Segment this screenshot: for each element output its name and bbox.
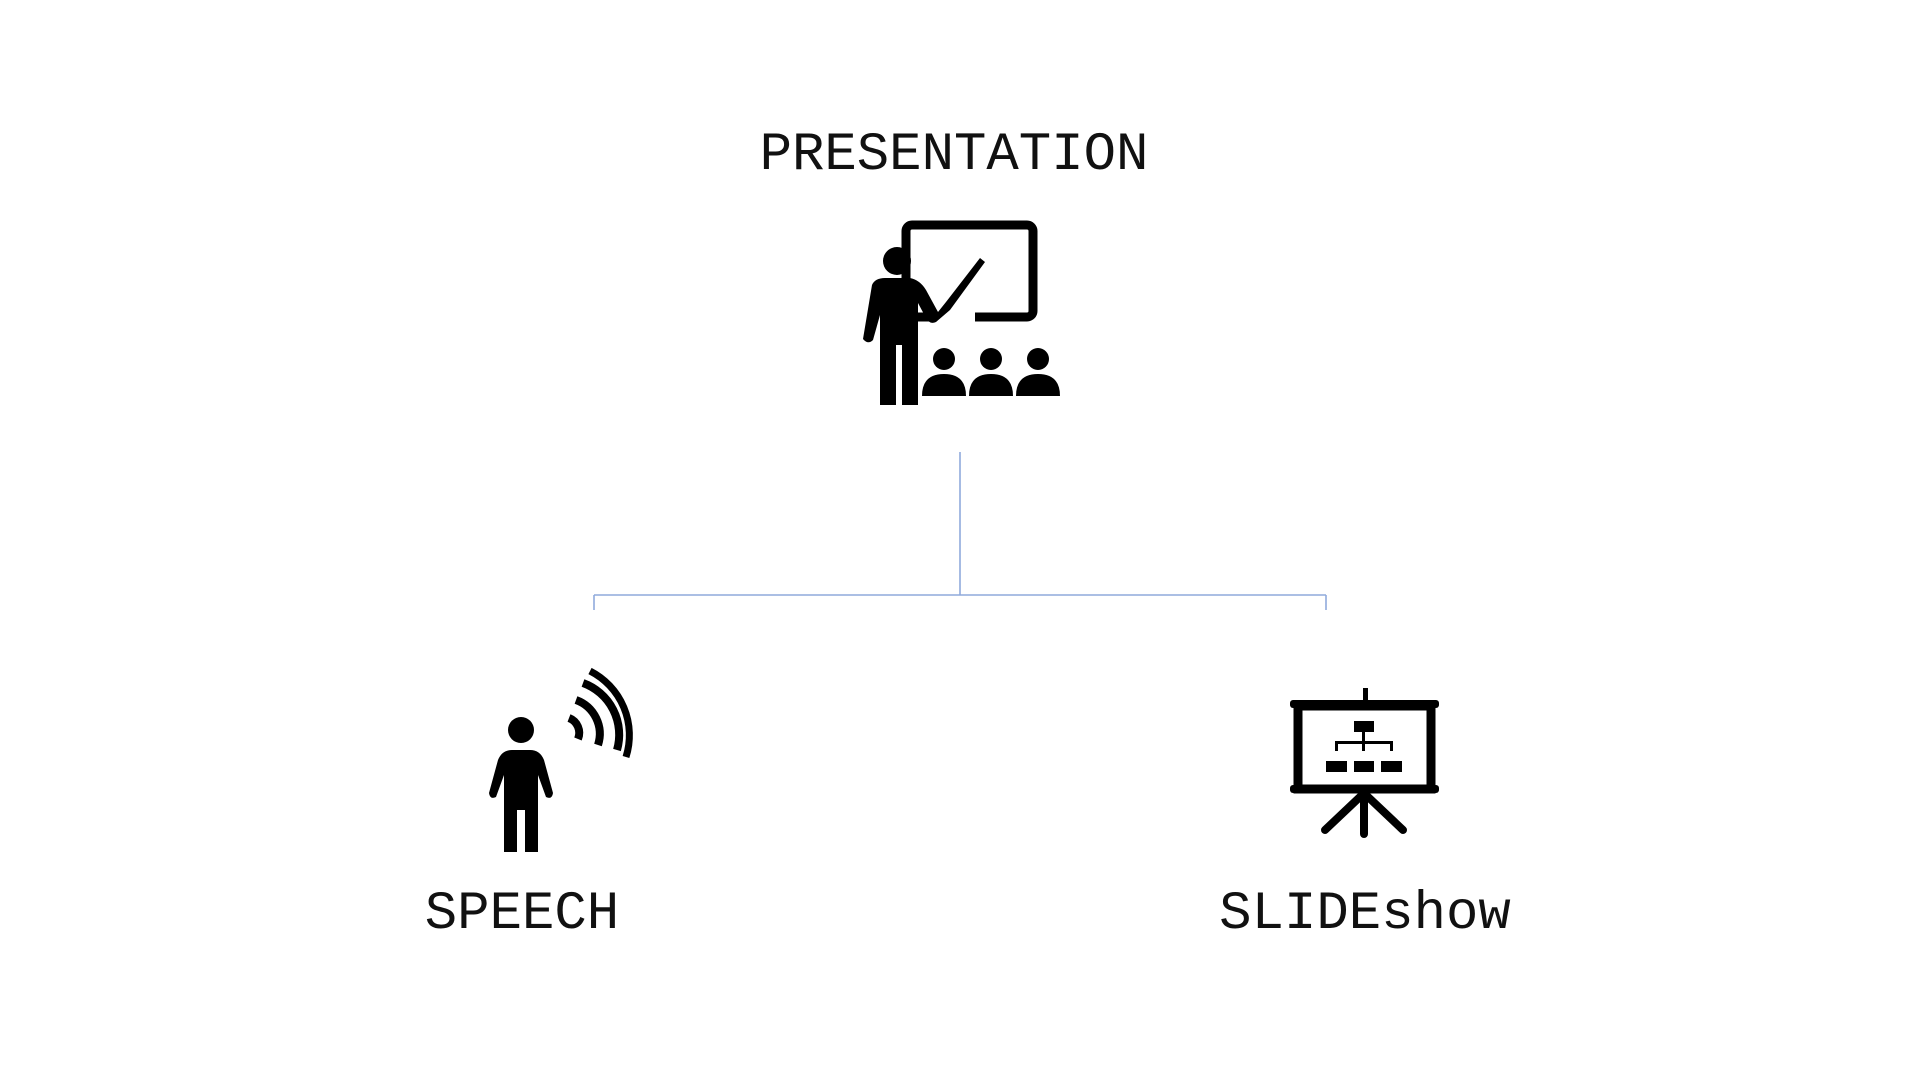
person-speaking-icon bbox=[489, 667, 633, 852]
root-node-label: PRESENTATION bbox=[759, 125, 1149, 186]
slideshow-node-label: SLIDEshow bbox=[1219, 884, 1511, 945]
projector-screen-icon bbox=[1290, 688, 1439, 838]
speech-node-label: SPEECH bbox=[424, 884, 620, 945]
presenter-with-audience-icon bbox=[863, 220, 1060, 405]
connector-lines bbox=[593, 452, 1327, 610]
